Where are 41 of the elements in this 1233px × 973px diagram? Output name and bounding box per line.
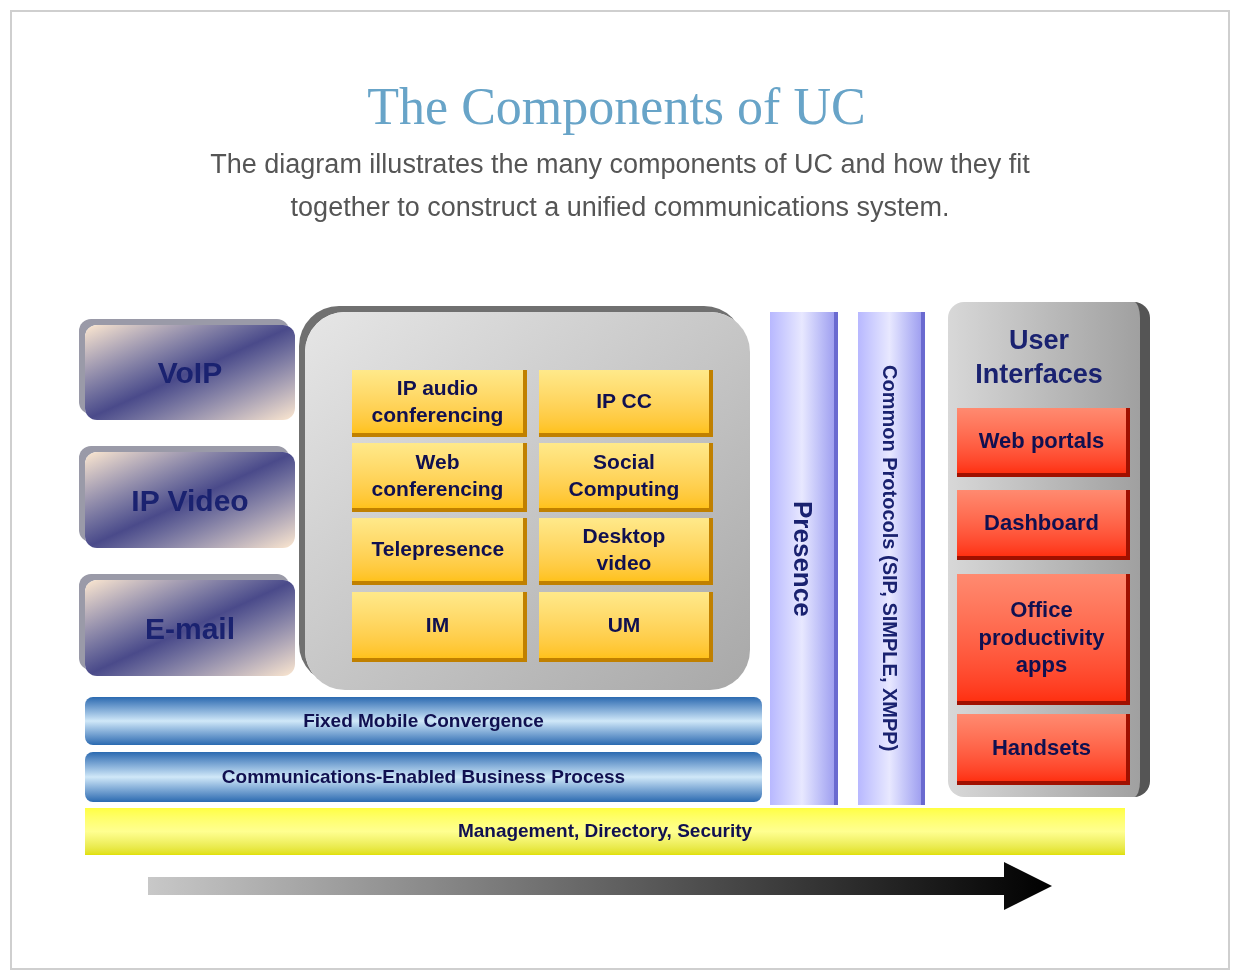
component-label: Fixed Mobile Convergence: [303, 708, 544, 733]
component-tile: [957, 490, 1130, 560]
component-tile: [539, 370, 713, 437]
component-tile: [352, 370, 527, 437]
component-label: Dashboard: [983, 509, 1100, 537]
component-label: IP CC: [595, 388, 653, 415]
component-label: Presence: [786, 500, 819, 617]
component-label: Desktop video: [581, 523, 667, 576]
component-label: Telepresence: [370, 536, 506, 563]
component-label: Office productivity apps: [977, 596, 1106, 679]
component-label: IP Video: [131, 482, 249, 519]
component-tile: [352, 518, 527, 585]
component-label: Handsets: [990, 733, 1092, 762]
title: The Components of UC: [367, 77, 866, 137]
component-label: Management, Directory, Security: [457, 819, 753, 844]
caption: The diagram illustrates the many components of UC and how they fit together to construct a unified communications system.: [209, 148, 1031, 224]
component-tile: [539, 518, 713, 585]
group-panel: [948, 302, 1150, 797]
component-label: Web portals: [977, 426, 1106, 455]
component-tile: [957, 714, 1130, 785]
component-label: VoIP: [157, 355, 223, 391]
layer-band: [85, 808, 1125, 855]
component-label: IM: [424, 611, 451, 638]
component-tile: [957, 574, 1130, 705]
component-label: UM: [606, 611, 642, 638]
component-label: Common Protocols (SIP, SIMPLE, XMPP): [877, 365, 902, 752]
component-tile: [539, 443, 713, 512]
component-label: E-mail: [145, 610, 235, 647]
component-tile: [352, 443, 527, 512]
component-tile: [352, 592, 527, 662]
component-label: User Interfaces: [974, 324, 1104, 391]
component-tile: [539, 592, 713, 662]
component-label: Social Computing: [567, 449, 681, 502]
component-label: Communications-Enabled Business Process: [221, 764, 626, 789]
component-label: Web conferencing: [370, 449, 505, 502]
component-label: IP audio conferencing: [370, 375, 505, 428]
vertical-pillar: [770, 312, 838, 805]
vertical-pillar: [858, 312, 925, 805]
component-tile: [957, 408, 1130, 477]
layer-band: [85, 697, 762, 745]
layer-band: [85, 752, 762, 802]
